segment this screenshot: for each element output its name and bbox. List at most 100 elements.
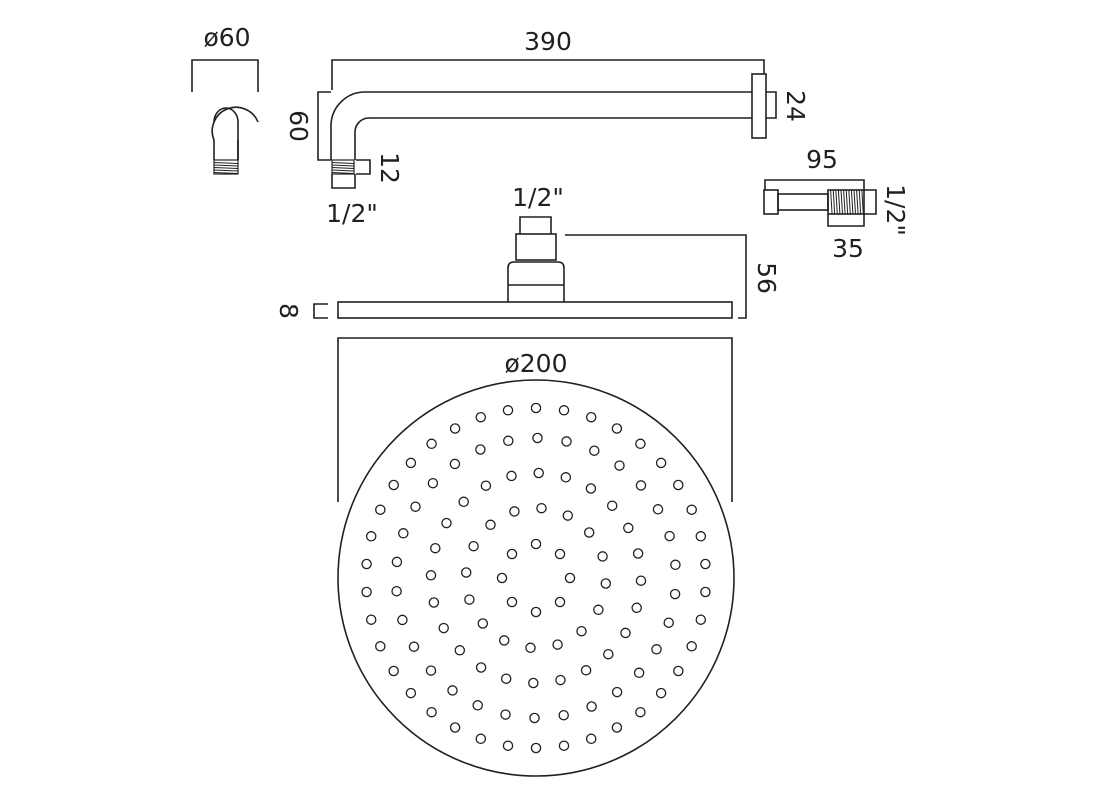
nozzle-hole <box>623 522 634 534</box>
arm-drop-label: 60 <box>284 110 313 142</box>
nozzle-hole <box>475 444 486 455</box>
extension-thread-length-bracket <box>827 214 865 227</box>
nozzle-pattern <box>361 402 711 754</box>
nozzle-hole <box>585 411 597 423</box>
arm-thread-length-label: 12 <box>375 152 404 184</box>
nozzle-hole <box>635 706 646 718</box>
nozzle-hole <box>449 722 461 733</box>
inlet-size-bracket <box>519 216 552 234</box>
nozzle-hole <box>589 445 600 456</box>
nozzle-hole <box>375 641 386 652</box>
thread-line <box>848 189 851 215</box>
thread-line <box>840 189 843 215</box>
arm-length-bracket <box>331 59 765 90</box>
nozzle-hole <box>530 538 542 550</box>
nozzle-hole <box>449 423 461 434</box>
nozzle-hole <box>614 460 625 471</box>
nozzle-hole <box>475 662 487 673</box>
nozzle-hole <box>509 506 520 517</box>
nozzle-hole <box>700 558 711 570</box>
nozzle-hole <box>528 677 539 689</box>
wall-flange-view <box>191 59 259 175</box>
nozzle-hole <box>405 457 417 469</box>
nozzle-hole <box>558 709 569 721</box>
thread-line <box>331 167 355 169</box>
extension-thread-size-bracket <box>864 189 877 215</box>
extension-view <box>763 179 877 227</box>
nozzle-hole <box>673 479 684 491</box>
nozzle-hole <box>555 674 566 686</box>
nozzle-hole <box>530 742 542 754</box>
nozzle-hole <box>558 405 570 416</box>
nozzle-hole <box>611 722 623 733</box>
nozzle-hole <box>695 614 707 625</box>
nozzle-hole <box>532 432 543 444</box>
nozzle-hole <box>365 531 377 542</box>
extension-thread-lines <box>830 189 864 215</box>
thread-line <box>213 172 239 174</box>
nozzle-hole <box>652 504 664 515</box>
nozzle-hole <box>426 706 437 718</box>
nozzle-hole <box>635 575 647 586</box>
shower-arm-view <box>317 59 777 189</box>
nozzle-hole <box>655 687 667 699</box>
nozzle-hole <box>530 402 542 414</box>
nozzle-hole <box>530 606 542 618</box>
head-thickness-bracket <box>313 303 328 319</box>
flange-thread-outline <box>213 159 239 175</box>
head-diameter-label: ø200 <box>504 349 567 378</box>
nozzle-hole <box>365 614 377 625</box>
head-inlet-size-label: 1/2" <box>512 183 564 212</box>
nozzle-hole <box>438 622 449 634</box>
nozzle-hole <box>502 405 514 416</box>
nozzle-hole <box>533 467 544 479</box>
nozzle-hole <box>475 411 487 423</box>
extension-length-label: 95 <box>806 145 838 174</box>
nozzle-hole <box>635 438 646 450</box>
nozzle-hole <box>503 435 514 447</box>
arm-flange-label: 24 <box>781 90 810 122</box>
nozzle-hole <box>554 596 566 608</box>
thread-line <box>856 189 859 215</box>
flange-inner-tube <box>213 107 239 160</box>
head-swivel-body <box>507 261 565 302</box>
nozzle-hole <box>506 548 518 560</box>
nozzle-hole <box>606 500 618 511</box>
nozzle-hole <box>361 586 372 598</box>
flange-diameter-label: ø60 <box>203 23 250 52</box>
nozzle-hole <box>611 686 623 698</box>
nozzle-hole <box>500 673 512 684</box>
nozzle-hole <box>564 572 576 584</box>
nozzle-hole <box>583 527 595 538</box>
nozzle-hole <box>695 531 707 542</box>
nozzle-hole <box>449 458 461 470</box>
nozzle-hole <box>447 685 458 696</box>
arm-thread-outline <box>331 159 355 175</box>
nozzle-hole <box>600 578 612 589</box>
nozzle-hole <box>562 510 574 521</box>
nozzle-hole <box>529 712 540 724</box>
thread-line <box>213 164 239 167</box>
nozzle-hole <box>375 504 386 515</box>
nozzle-hole <box>552 639 563 650</box>
nozzle-hole <box>506 596 518 608</box>
nozzle-hole <box>536 502 547 514</box>
flange-thread-lines <box>213 162 239 174</box>
nozzle-hole <box>464 594 475 605</box>
nozzle-hole <box>405 687 417 699</box>
nozzle-hole <box>585 483 597 494</box>
shower-head-side-view <box>313 216 747 502</box>
nozzle-hole <box>391 556 403 568</box>
thread-line <box>830 189 833 215</box>
nozzle-hole <box>498 635 510 646</box>
arm-thread-size-bracket <box>331 174 356 189</box>
nozzle-hole <box>477 618 489 629</box>
nozzle-hole <box>480 480 492 491</box>
nozzle-hole <box>472 700 483 711</box>
thread-line <box>331 162 355 164</box>
nozzle-hole <box>558 740 570 751</box>
nozzle-hole <box>398 528 409 539</box>
head-height-label: 56 <box>752 262 781 294</box>
nozzle-hole <box>430 542 441 554</box>
